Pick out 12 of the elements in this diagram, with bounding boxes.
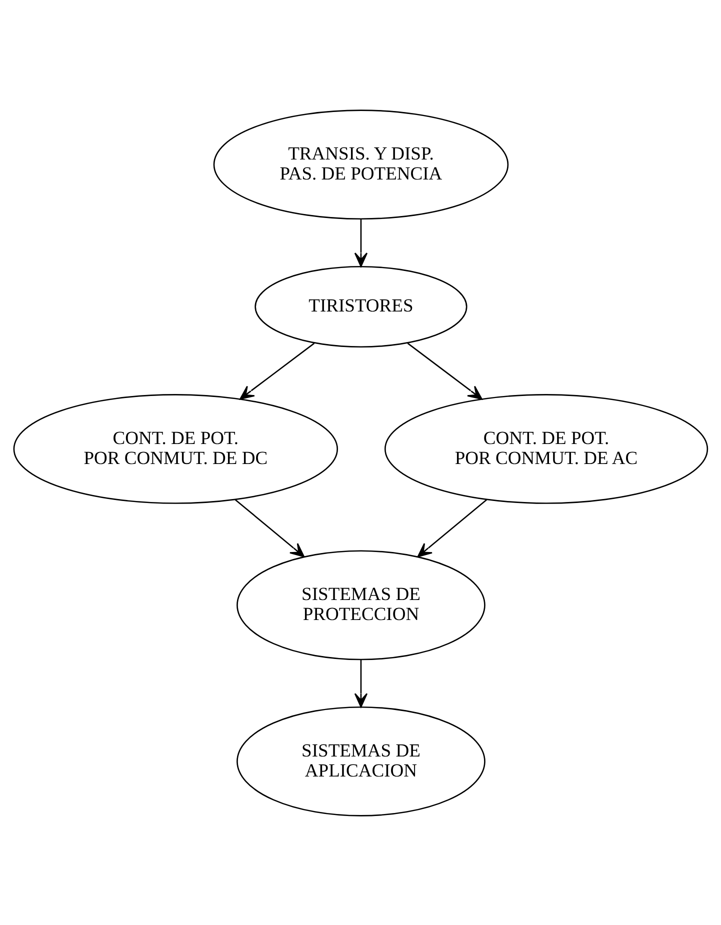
arrow [234,498,305,557]
node-ellipse: CONT. DE POT. POR CONMUT. DE AC [384,394,708,504]
node-ellipse: TRANSIS. Y DISP. PAS. DE POTENCIA [213,109,509,220]
node-ellipse: SISTEMAS DE APLICACION [236,706,486,816]
node-ellipse: TIRISTORES [254,265,468,348]
node-ellipse: SISTEMAS DE PROTECCION [236,550,486,660]
arrow [407,342,482,400]
arrow [354,659,368,708]
arrow [417,498,488,557]
node-ellipse: CONT. DE POT. POR CONMUT. DE DC [13,394,338,504]
arrow [354,218,368,266]
arrow [240,342,315,400]
